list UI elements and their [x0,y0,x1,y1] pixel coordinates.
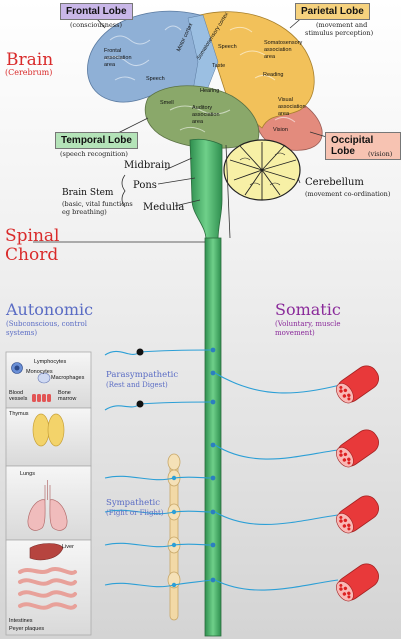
lymphocytes-label: Lymphocytes [34,359,67,365]
taste-label: Taste [212,63,226,69]
liver-label: Liver [62,544,74,550]
hearing-label: Hearing [200,88,220,94]
macrophage-icon [37,372,51,384]
bone-marrow-label: Bone marrow [58,390,77,402]
somatic-desc-2: movement) [275,329,315,337]
autonomic-desc-1: (Subconscious, control [6,320,87,328]
speech-label-mid: Speech [218,44,237,50]
liver-icon [29,543,64,561]
blood-vessels-label: Blood vessels [9,390,28,402]
parasympathetic-desc: (Rest and Digest) [106,381,168,389]
brain-stem-desc-2: eg breathing) [62,208,107,216]
frontal-assoc-label-1: Frontal [104,48,122,54]
parasympathetic-ganglion [136,400,144,408]
sympathetic-desc: (Fight or Flight) [106,509,164,517]
vision-label: Vision [273,127,288,133]
cerebellum-label: Cerebellum [305,177,364,188]
auditory-assoc-label-2: association [192,112,220,118]
frontal-assoc-label-3: area [104,62,116,68]
smell-label: Smell [160,100,174,106]
brain [87,10,323,151]
frontal-assoc-label-2: association [104,55,132,61]
intestines-label: Intestines [9,618,33,624]
somatic-desc-1: (Voluntary, muscle [275,320,341,328]
brain-subtitle: (Cerebrum) [5,68,53,77]
somatosensory-assoc-label-3: area [264,54,276,60]
muscle [336,365,379,404]
temporal-lobe-desc: (speech recognition) [60,150,128,158]
lungs-panel [5,465,92,541]
somatosensory-assoc-label-1: Somatosensory [264,40,303,46]
organ-panels [5,351,92,636]
medulla-label: Medulla [143,202,185,213]
parasympathetic-label: Parasympathetic [106,370,179,380]
parasympathetic-ganglion [136,348,144,356]
thymus-icon [32,413,65,447]
spinal-cord [204,237,222,637]
autonomic-desc-2: systems) [6,329,38,337]
visual-assoc-label-2: association [278,104,306,110]
blood-vessel-icon [32,394,51,402]
frontal-lobe-label: Frontal Lobe [60,3,133,20]
brain-title: Brain [6,50,54,70]
brain-stem-desc-1: (basic, vital functions [62,200,133,208]
spinal-label-2: Chord [5,245,59,265]
autonomic-title: Autonomic [6,300,94,319]
auditory-assoc-label-1: Auditory [192,105,213,111]
auditory-assoc-label-3: area [192,119,204,125]
macrophages-label: Macrophages [51,375,85,381]
muscle [336,495,379,534]
temporal-lobe-label: Temporal Lobe [55,132,138,149]
thymus-label: Thymus [9,411,29,417]
parietal-lobe-desc-1: (movement and [316,21,368,29]
thymus-panel [5,407,92,467]
midbrain-label: Midbrain [124,160,171,171]
muscles [336,365,379,602]
sympathetic-label: Sympathetic [106,498,161,508]
occipital-lobe-label: Occipital Lobe [325,132,401,160]
occipital-lobe-desc: (vision) [368,150,393,158]
somatosensory-assoc-label-2: association [264,47,292,53]
cerebellum-desc: (movement co-ordination) [305,190,391,198]
speech-label-front: Speech [146,76,165,82]
brain-stem-label: Brain Stem [62,188,114,198]
peyer-plaques-label: Peyer plaques [9,626,45,632]
spinal-label-1: Spinal [5,226,60,246]
muscle [336,563,379,602]
visual-assoc-label-3: area [278,111,290,117]
reading-label: Reading [263,72,284,78]
frontal-lobe-desc: (consciousness) [70,21,123,29]
parietal-lobe-label: Parietal Lobe [295,3,370,20]
somatic-nerves [214,372,341,591]
intestines-icon [18,567,77,610]
brain-folds [104,25,296,133]
sympathetic-chain [104,453,212,621]
lungs-label: Lungs [20,471,35,477]
brain-stem [189,138,223,241]
parietal-lobe-desc-2: stimulus perception) [305,29,374,37]
frontal-lobe [87,10,216,103]
cord-nodes [210,347,216,583]
visual-assoc-label-1: Visual [278,97,293,103]
somatic-title: Somatic [275,300,341,319]
monocytes-label: Monocytes [26,369,53,375]
muscle [336,429,379,468]
lungs-icon [27,480,68,531]
cerebellum [223,139,301,201]
pons-label: Pons [133,180,157,191]
